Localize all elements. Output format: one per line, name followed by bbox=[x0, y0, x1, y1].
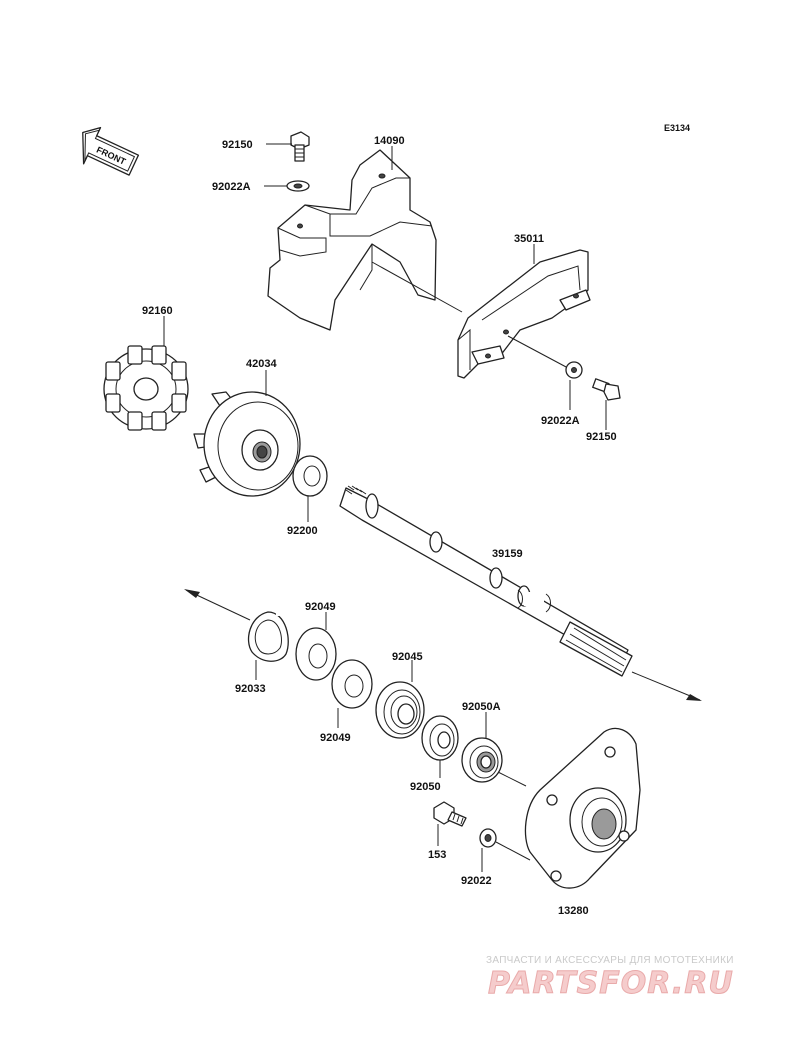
part-92049-washer-top bbox=[295, 627, 337, 681]
label-39159: 39159 bbox=[492, 548, 523, 560]
label-13280: 13280 bbox=[558, 905, 589, 917]
label-42034: 42034 bbox=[246, 358, 277, 370]
part-35011-bracket bbox=[457, 249, 591, 379]
label-92049-bottom: 92049 bbox=[320, 732, 351, 744]
label-92022: 92022 bbox=[461, 875, 492, 887]
label-153: 153 bbox=[428, 849, 446, 861]
diagram-code: E3134 bbox=[664, 123, 690, 133]
watermark: ЗАПЧАСТИ И АКСЕССУАРЫ ДЛЯ МОТОТЕХНИКИ PA… bbox=[486, 955, 734, 1002]
part-92050-seal bbox=[421, 715, 459, 761]
part-92049-washer-bottom bbox=[331, 659, 373, 709]
label-92150-bottom: 92150 bbox=[586, 431, 617, 443]
part-92050A-seal bbox=[461, 737, 503, 783]
leader-bracket-washer bbox=[507, 335, 569, 369]
watermark-tagline: ЗАПЧАСТИ И АКСЕССУАРЫ ДЛЯ МОТОТЕХНИКИ bbox=[486, 955, 734, 966]
label-92033: 92033 bbox=[235, 683, 266, 695]
part-14090-cover bbox=[267, 149, 437, 331]
part-92022A-washer-bottom bbox=[565, 361, 583, 379]
part-92150-bolt-bottom bbox=[592, 378, 621, 401]
part-92200-washer bbox=[292, 455, 328, 497]
label-92150-top: 92150 bbox=[222, 139, 253, 151]
front-arrow-icon: FRONT bbox=[82, 126, 140, 176]
part-153-bolt bbox=[433, 801, 467, 827]
label-14090: 14090 bbox=[374, 135, 405, 147]
label-92022A-bottom: 92022A bbox=[541, 415, 580, 427]
part-92150-bolt-top bbox=[290, 131, 310, 162]
part-92022A-washer-top bbox=[286, 180, 310, 192]
part-39159-shaft bbox=[339, 485, 633, 677]
label-92045: 92045 bbox=[392, 651, 423, 663]
watermark-logo: PARTSFOR.RU bbox=[488, 966, 734, 1001]
part-92022-washer bbox=[479, 828, 497, 848]
label-92160: 92160 bbox=[142, 305, 173, 317]
leader-cover-bracket bbox=[371, 261, 463, 313]
label-92200: 92200 bbox=[287, 525, 318, 537]
part-92160-damper bbox=[103, 345, 189, 431]
part-13280-housing bbox=[524, 727, 641, 889]
part-42034-impeller bbox=[193, 391, 301, 497]
leader-washer-housing bbox=[495, 841, 531, 861]
label-leaders bbox=[163, 143, 607, 872]
label-35011: 35011 bbox=[514, 233, 544, 245]
axis-line bbox=[184, 589, 702, 701]
part-92033-circlip bbox=[247, 610, 289, 662]
leader-seal-housing bbox=[497, 771, 527, 787]
label-92049-top: 92049 bbox=[305, 601, 336, 613]
part-92045-bearing bbox=[375, 681, 425, 739]
label-92050A: 92050A bbox=[462, 701, 501, 713]
label-92022A-top: 92022A bbox=[212, 181, 251, 193]
label-92050: 92050 bbox=[410, 781, 441, 793]
